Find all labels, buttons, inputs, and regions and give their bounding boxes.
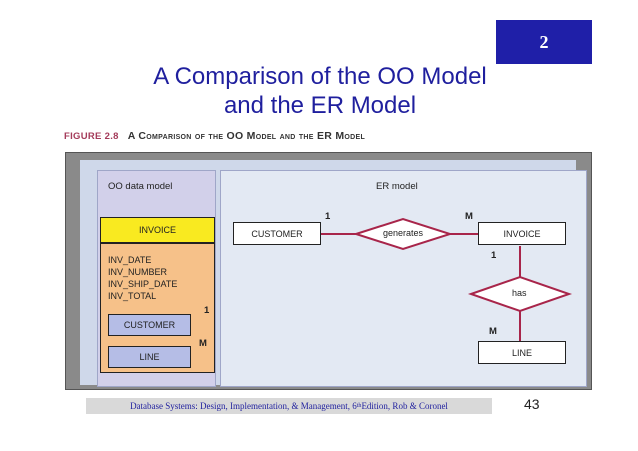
oo-card-many: M	[199, 338, 207, 349]
footer-text-post: Edition, Rob & Coronel	[361, 401, 448, 411]
oo-card-one: 1	[204, 305, 210, 316]
er-card-line-many: M	[489, 326, 497, 337]
er-customer-entity: CUSTOMER	[233, 222, 321, 245]
er-model-panel: ER model CUSTOMER INVOICE LINE generates…	[220, 170, 587, 387]
oo-attribute: INV_DATE	[108, 255, 152, 265]
oo-attribute: INV_SHIP_DATE	[108, 279, 178, 289]
slide-title-line-2: and the ER Model	[223, 92, 417, 119]
oo-attribute: INV_NUMBER	[108, 267, 168, 277]
figure-number: FIGURE 2.8	[64, 131, 119, 142]
oo-invoice-object: INVOICE	[100, 217, 215, 243]
figure-title: A Comparison of the OO Model and the ER …	[127, 130, 366, 142]
generates-diamond	[352, 217, 454, 251]
has-label: has	[512, 288, 527, 298]
er-card-customer: 1	[325, 211, 331, 222]
chapter-number-badge: 2	[496, 20, 592, 64]
oo-attribute-list: INV_DATE INV_NUMBER INV_SHIP_DATE INV_TO…	[108, 254, 177, 302]
figure-caption: FIGURE 2.8 A Comparison of the OO Model …	[64, 130, 365, 142]
footer-text-pre: Database Systems: Design, Implementation…	[130, 401, 357, 411]
oo-attribute: INV_TOTAL	[108, 291, 157, 301]
page-number: 43	[524, 396, 540, 412]
footer-citation: Database Systems: Design, Implementation…	[86, 398, 492, 414]
figure-frame: OO data model INVOICE INV_DATE INV_NUMBE…	[65, 152, 592, 390]
er-card-invoice-many: M	[465, 211, 473, 222]
er-model-title: ER model	[376, 181, 418, 192]
slide-title: A Comparison of the OO Model and the ER …	[90, 62, 550, 120]
footer-superscript: th	[356, 403, 362, 409]
oo-model-title: OO data model	[108, 181, 173, 192]
has-diamond	[467, 275, 573, 313]
slide-title-line-1: A Comparison of the OO Model	[153, 63, 487, 90]
generates-label: generates	[383, 228, 424, 238]
oo-customer-object: CUSTOMER	[108, 314, 191, 336]
er-line-entity: LINE	[478, 341, 566, 364]
oo-line-object: LINE	[108, 346, 191, 368]
er-card-invoice-one: 1	[491, 250, 497, 261]
oo-invoice-body: INV_DATE INV_NUMBER INV_SHIP_DATE INV_TO…	[100, 243, 215, 373]
figure-inner: OO data model INVOICE INV_DATE INV_NUMBE…	[80, 160, 587, 387]
er-connectors	[321, 217, 573, 341]
er-invoice-entity: INVOICE	[478, 222, 566, 245]
